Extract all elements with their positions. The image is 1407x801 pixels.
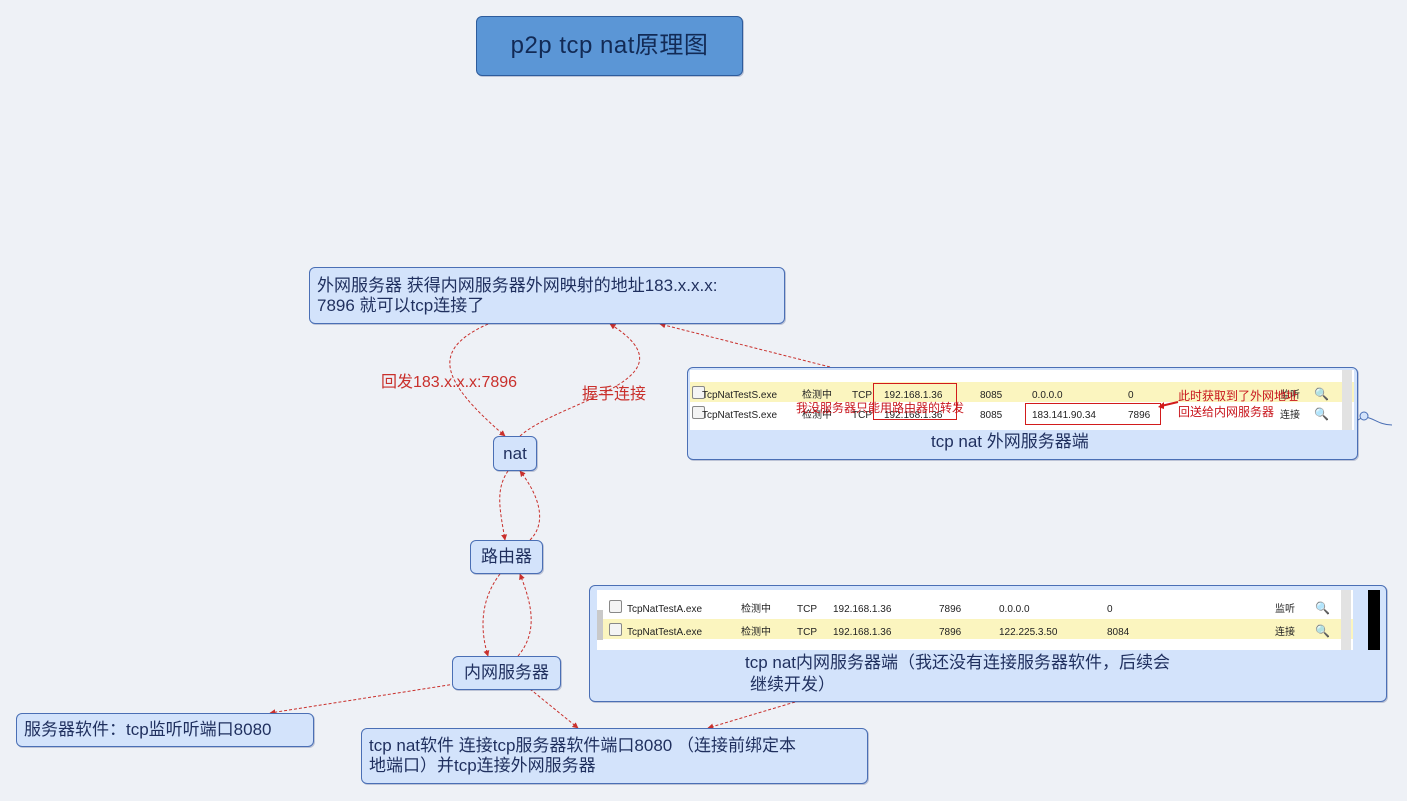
scrollbar[interactable] [1341,590,1351,650]
protocol: TCP [852,390,872,401]
remote-ip: 183.141.90.34 [1032,410,1096,421]
diagram-title[interactable]: p2p tcp nat原理图 [476,16,743,76]
remote-port: 0 [1107,604,1113,615]
black-edge-strip [1368,590,1380,650]
magnifier-icon: 🔍 [1314,387,1329,401]
local-port: 8085 [980,410,1003,421]
process-name: TcpNatTestA.exe [627,604,703,615]
internal-screenshot-node[interactable]: TcpNatTestA.exe 检测中 TCP 192.168.1.36 789… [589,585,1387,702]
external-screenshot-caption: tcp nat 外网服务器端 [931,432,1089,451]
highlight-box-remote [1025,403,1161,425]
process-status: 检测中 [741,604,771,615]
nat-node[interactable]: nat [493,436,537,471]
annotation-router-forward: 我没服务器只能用路由器的转发 [796,401,965,415]
external-process-table: TcpNatTestS.exe 检测中 TCP 192.168.1.36 808… [690,370,1354,430]
edge-label-handshake: 握手连接 [582,386,647,403]
internal-screenshot-caption-line2: 继续开发） [750,675,835,694]
edge-router-to-nat [519,470,540,541]
table-row: TcpNatTestA.exe 检测中 TCP 192.168.1.36 789… [597,596,1353,616]
checkbox-icon [609,600,622,613]
edge-nat-to-external [519,323,641,437]
internal-server-node[interactable]: 内网服务器 [452,656,561,690]
edge-router-to-internal [482,573,501,657]
external-server-node[interactable]: 外网服务器 获得内网服务器外网映射的地址183.x.x.x: 7896 就可以t… [309,267,785,324]
red-arrow-icon [1158,401,1179,409]
internal-screenshot-caption-line1: tcp nat内网服务器端（我还没有连接服务器软件，后续会 [745,653,1171,672]
external-server-text-line2: 7896 就可以tcp连接了 [317,295,485,315]
table-row-partial [690,370,1354,382]
checkbox-icon [692,386,705,399]
checkbox-icon [609,623,622,636]
protocol: TCP [852,410,872,421]
process-status: 检测中 [802,410,832,421]
magnifier-icon: 🔍 [1314,407,1329,421]
connection-state: 连接 [1275,627,1295,638]
magnifier-icon: 🔍 [1315,624,1330,638]
local-port: 8085 [980,390,1003,401]
external-server-text-line1: 外网服务器 获得内网服务器外网映射的地址183.x.x.x: [317,275,718,295]
process-status: 检测中 [802,390,832,401]
edge-internal-to-router [517,573,532,657]
local-ip: 192.168.1.36 [833,627,892,638]
remote-ip: 0.0.0.0 [1032,390,1063,401]
remote-port: 7896 [1128,410,1151,421]
edge-internal-to-software [269,683,456,716]
annotation-got-address: 此时获取到了外网地址 [1178,389,1299,403]
remote-port: 0 [1128,390,1134,401]
connection-state: 监听 [1280,390,1300,401]
external-screenshot-node[interactable]: TcpNatTestS.exe 检测中 TCP 192.168.1.36 808… [687,367,1358,460]
process-name: TcpNatTestS.exe [702,410,778,421]
splitter-handle[interactable] [597,610,603,640]
magnifier-icon: 🔍 [1315,601,1330,615]
table-row: TcpNatTestA.exe 检测中 TCP 192.168.1.36 789… [597,619,1353,639]
protocol: TCP [797,604,817,615]
edge-nat-to-router [499,470,509,541]
edge-screenshot-to-external [659,322,831,368]
connection-state: 监听 [1275,604,1295,615]
table-row: TcpNatTestS.exe 检测中 TCP 192.168.1.36 808… [690,382,1354,402]
connection-state: 连接 [1280,410,1300,421]
nat-software-node[interactable]: tcp nat软件 连接tcp服务器软件端口8080 （连接前绑定本 地端口）并… [361,728,868,784]
table-row: TcpNatTestS.exe 检测中 TCP 192.168.1.36 808… [690,402,1354,422]
local-ip: 192.168.1.36 [884,410,943,421]
collapse-handle-icon [1359,411,1369,421]
highlight-box-local-ip [873,383,957,420]
edge-internal-to-natsoftware [529,688,579,729]
edge-label-reply: 回发183.x.x.x:7896 [381,374,518,391]
server-software-node[interactable]: 服务器软件：tcp监听听端口8080 [16,713,314,747]
local-ip: 192.168.1.36 [884,390,943,401]
edge-screenshot-to-natsoftware [707,701,796,730]
protocol: TCP [797,627,817,638]
internal-process-table: TcpNatTestA.exe 检测中 TCP 192.168.1.36 789… [597,590,1353,650]
process-name: TcpNatTestA.exe [627,627,703,638]
checkbox-icon [692,406,705,419]
annotation-send-back: 回送给内网服务器 [1178,405,1275,419]
scrollbar[interactable] [1342,370,1352,430]
process-name: TcpNatTestS.exe [702,390,778,401]
remote-port: 8084 [1107,627,1130,638]
nat-software-text-line1: tcp nat软件 连接tcp服务器软件端口8080 （连接前绑定本 [369,736,796,755]
local-port: 7896 [939,604,962,615]
process-status: 检测中 [741,627,771,638]
remote-ip: 122.225.3.50 [999,627,1058,638]
local-ip: 192.168.1.36 [833,604,892,615]
remote-ip: 0.0.0.0 [999,604,1030,615]
router-node[interactable]: 路由器 [470,540,543,574]
local-port: 7896 [939,627,962,638]
nat-software-text-line2: 地端口）并tcp连接外网服务器 [369,756,596,775]
